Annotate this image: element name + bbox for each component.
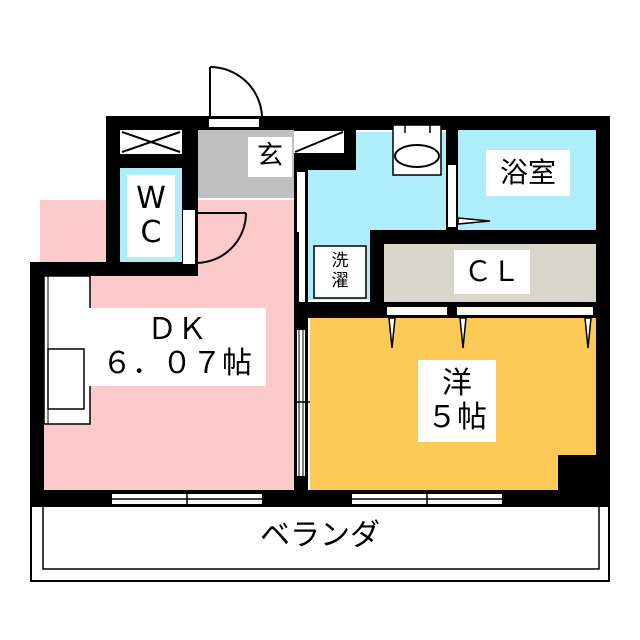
kitchen-counter-icon <box>43 275 91 425</box>
bathroom-label: 浴室 <box>486 150 570 196</box>
entrance-door-icon <box>209 65 263 127</box>
laundry-label: 洗 濯 <box>331 251 349 291</box>
shoe-box-icon <box>294 131 344 153</box>
entrance-label: 玄 <box>248 137 292 177</box>
veranda-label: ベランダ <box>260 517 380 553</box>
closet-doors-icon <box>387 307 593 349</box>
washroom-sliding-door-icon <box>297 172 305 302</box>
dk-label: ＤＫ ６．０７帖 <box>88 308 266 386</box>
bathroom-door-icon <box>448 165 491 227</box>
laundry-box <box>313 245 367 299</box>
wc-label: W C <box>127 175 175 257</box>
washbasin-icon <box>392 124 442 176</box>
dk-western-sliding-door-icon <box>294 330 310 476</box>
wc-door-icon <box>183 210 247 264</box>
storage-x-icon <box>121 131 181 153</box>
closet-label: ＣＬ <box>454 250 530 294</box>
western-room-label: 洋 ５帖 <box>418 360 496 442</box>
veranda-outline <box>30 505 610 582</box>
